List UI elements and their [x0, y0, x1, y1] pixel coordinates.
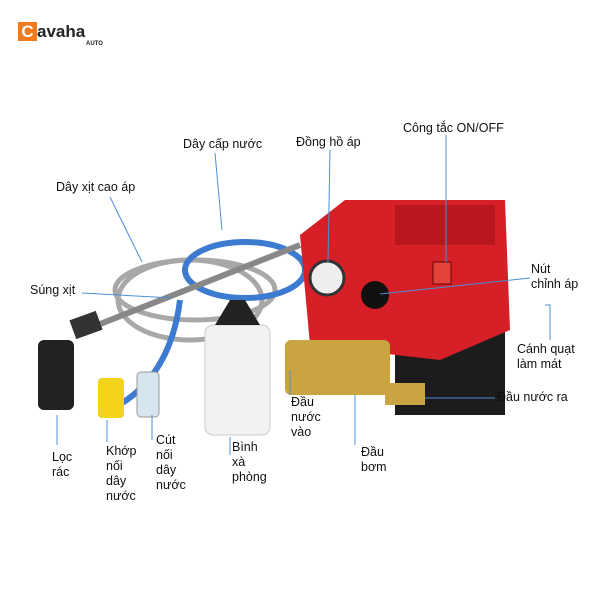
- line: rác: [52, 465, 70, 479]
- connector-yellow: [98, 378, 124, 418]
- label-dong-ho-ap: Đồng hồ áp: [296, 135, 361, 149]
- connector-clear: [136, 371, 160, 418]
- label-cong-tac: Công tắc ON/OFF: [403, 121, 504, 135]
- line: phòng: [232, 470, 267, 484]
- line: Khớp: [106, 444, 137, 458]
- line: dây: [106, 474, 127, 488]
- filter: [38, 340, 74, 410]
- line: xà: [232, 455, 246, 469]
- line: Nút: [531, 262, 551, 276]
- pressure-knob: [361, 281, 389, 309]
- line: bơm: [361, 460, 387, 474]
- line: Đầu: [361, 445, 384, 459]
- label-day-xit: Dây xịt cao áp: [56, 180, 136, 194]
- line: Bình: [232, 440, 258, 454]
- soap-bottle: [204, 324, 271, 436]
- line: Cánh quạt: [517, 342, 575, 356]
- leader-lines: [56, 135, 551, 455]
- line: nước: [156, 478, 186, 492]
- line: Đầu: [291, 395, 314, 409]
- spray-gun: [83, 242, 302, 333]
- handle: [395, 205, 495, 245]
- logo-sub: AUTO: [86, 41, 103, 47]
- line: dây: [156, 463, 177, 477]
- label-day-cap-nuoc: Dây cấp nước: [183, 137, 263, 151]
- brass-outlet: [385, 383, 425, 405]
- gauge: [308, 259, 346, 297]
- line: Cút: [156, 433, 176, 447]
- line: chỉnh áp: [531, 277, 579, 291]
- line: làm mát: [517, 357, 562, 371]
- label-sung-xit: Súng xịt: [30, 283, 76, 297]
- line: nước: [291, 410, 321, 424]
- soap-cap: [215, 300, 260, 325]
- switch: [432, 261, 452, 285]
- line: nối: [106, 459, 123, 473]
- line: Lọc: [52, 450, 73, 464]
- line: nối: [156, 448, 173, 462]
- line: nước: [106, 489, 136, 503]
- logo-mark: C: [18, 22, 37, 41]
- logo-word: avaha: [37, 22, 86, 41]
- line: vào: [291, 425, 312, 439]
- brass-pump: [285, 340, 390, 395]
- gun-handle: [69, 310, 103, 340]
- label-dau-nuoc-ra: Đầu nước ra: [497, 390, 568, 404]
